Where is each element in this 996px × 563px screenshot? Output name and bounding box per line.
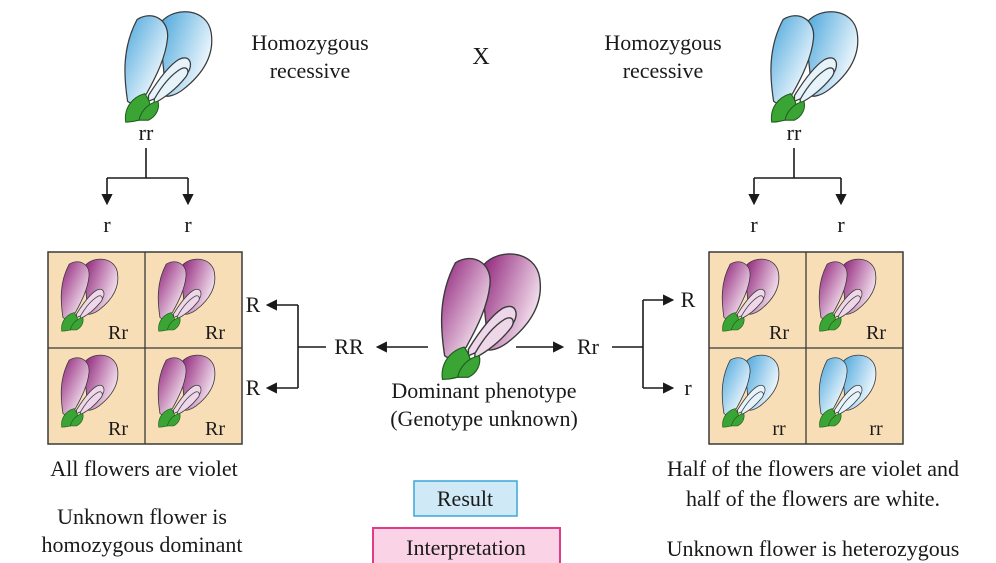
- right-punnett-square: Rr Rr rr rr: [709, 252, 903, 444]
- right-parent-gamete-1: r: [750, 212, 758, 237]
- left-parent-flower-shape: [125, 12, 212, 122]
- right-gamete-fork: [612, 300, 672, 388]
- left-result-text: All flowers are violet: [50, 456, 238, 481]
- right-interpretation-text: Unknown flower is heterozygous: [667, 536, 960, 561]
- right-parent-branch: [754, 148, 841, 203]
- legend-interpretation-label: Interpretation: [406, 535, 526, 560]
- left-parent-gamete-2: r: [184, 212, 192, 237]
- left-parent-white-flower-icon: [125, 12, 212, 122]
- test-flower-genotype-rr: RR: [334, 334, 364, 359]
- legend-result-label: Result: [437, 486, 493, 511]
- test-flower-genotype-rr-hetero: Rr: [577, 334, 600, 359]
- right-parent-gamete-2: r: [837, 212, 845, 237]
- right-cross-gamete-2: r: [684, 375, 692, 400]
- right-punnett-cell-genotype: Rr: [866, 322, 886, 344]
- left-cross-gamete-2: R: [246, 375, 261, 400]
- left-punnett-cell-genotype: Rr: [205, 418, 225, 440]
- test-violet-flower-icon: [442, 254, 541, 379]
- right-parent-genotype: rr: [787, 120, 802, 145]
- center-flower-shape: [442, 254, 541, 379]
- left-parent-gamete-1: r: [103, 212, 111, 237]
- left-punnett-cell-genotype: Rr: [108, 322, 128, 344]
- right-punnett-cell-genotype: rr: [772, 418, 786, 440]
- right-parent-flower-shape: [771, 12, 858, 122]
- left-parent-branch: [107, 148, 188, 203]
- test-flower-caption: Dominant phenotype(Genotype unknown): [390, 378, 578, 431]
- right-punnett-cell-genotype: rr: [869, 418, 883, 440]
- right-parent-white-flower-icon: [771, 12, 858, 122]
- right-cross-gamete-1: R: [681, 287, 696, 312]
- left-punnett-cell-genotype: Rr: [205, 322, 225, 344]
- left-gamete-fork: [268, 305, 326, 388]
- left-parent-genotype: rr: [139, 120, 154, 145]
- right-punnett-cell-genotype: Rr: [769, 322, 789, 344]
- left-cross-gamete-1: R: [246, 292, 261, 317]
- left-punnett-cell-genotype: Rr: [108, 418, 128, 440]
- cross-symbol: X: [472, 44, 489, 70]
